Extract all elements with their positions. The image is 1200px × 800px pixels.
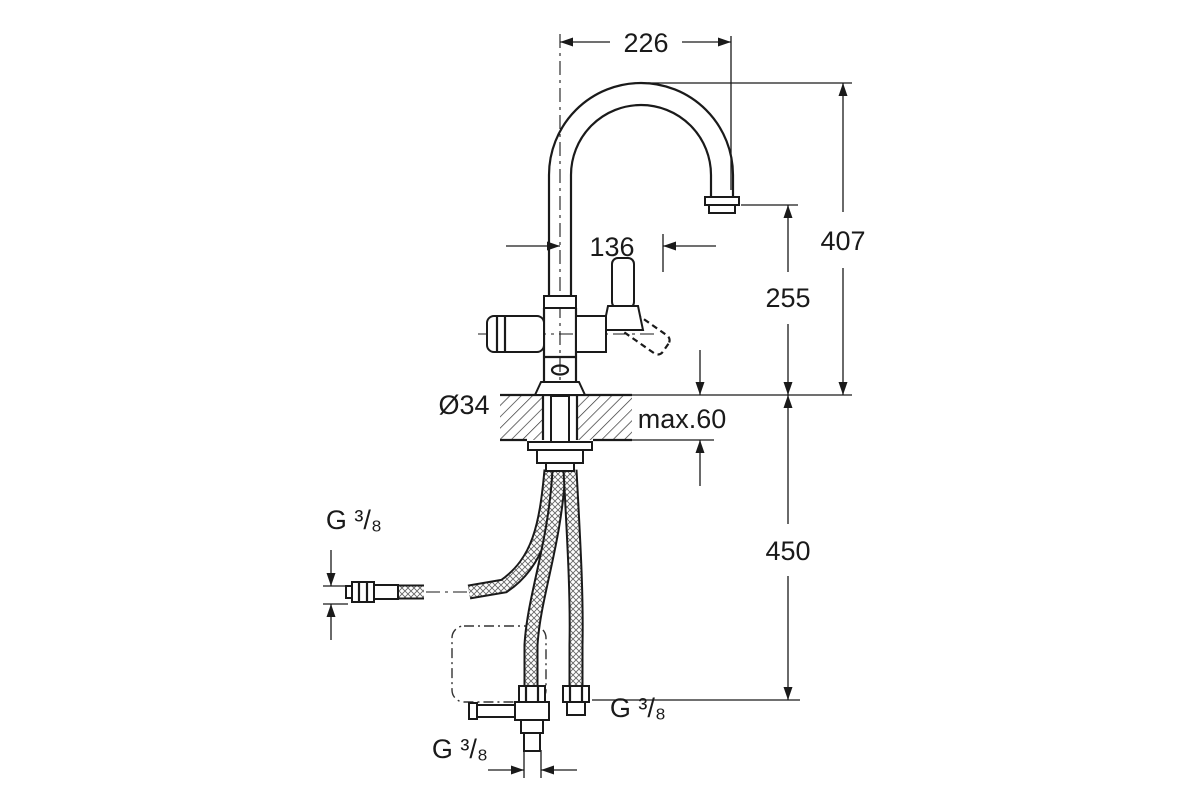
brand-badge <box>550 364 570 376</box>
thread-label-side: G ³/₈ <box>326 505 382 535</box>
mounting-shank <box>527 395 593 472</box>
faucet-body <box>486 295 607 396</box>
dimension-hole-diameter: Ø34 <box>438 390 489 420</box>
handle-joint <box>601 305 645 331</box>
thread-label-right: G ³/₈ <box>610 693 666 723</box>
dim-label-450: 450 <box>765 536 810 566</box>
spout-aerator <box>704 196 740 206</box>
handle-lever <box>611 257 635 309</box>
side-hose-fitting <box>345 581 399 603</box>
bottom-right-hose-fitting <box>562 685 590 716</box>
dim-label-226: 226 <box>623 28 668 58</box>
ghost-unit-outline <box>451 625 547 703</box>
dimension-max-thickness: max.60 <box>632 350 726 486</box>
dim-label-255: 255 <box>765 283 810 313</box>
deck-hatch-right <box>577 396 632 440</box>
spout-collar <box>543 295 577 309</box>
bottom-left-valve-fitting <box>468 685 550 752</box>
valve-cylinder-left <box>486 315 545 353</box>
dimension-thread-bottom: G ³/₈ <box>432 734 577 778</box>
dim-label-d34: Ø34 <box>438 390 489 420</box>
faucet-handle <box>601 257 671 356</box>
dimension-connection-height: 450 <box>592 395 811 701</box>
dimension-overall-height: 407 <box>632 82 866 396</box>
dimension-thread-side: G ³/₈ <box>323 505 382 640</box>
base-flange <box>533 381 587 396</box>
faucet-spout <box>547 81 740 296</box>
dim-label-407: 407 <box>820 226 865 256</box>
deck-hatch-left <box>500 396 543 440</box>
valve-cylinder-right <box>575 315 607 353</box>
dim-label-max60: max.60 <box>638 404 727 434</box>
mounting-deck <box>500 393 632 442</box>
thread-label-bottom: G ³/₈ <box>432 734 488 764</box>
dimension-spout-projection: 226 <box>560 28 732 190</box>
supply-hoses <box>398 469 584 686</box>
dimension-spout-height: 255 <box>741 204 811 395</box>
